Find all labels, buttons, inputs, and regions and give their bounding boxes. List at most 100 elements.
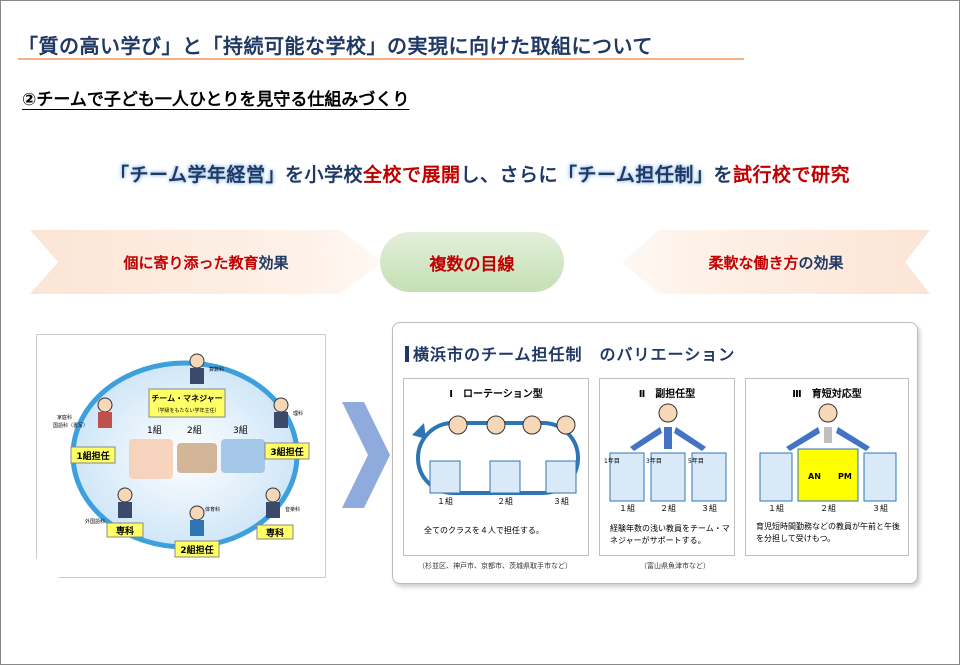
class-2-label: 2組	[187, 424, 202, 436]
card-title-text: 横浜市のチーム担任制 のバリエーション	[413, 345, 736, 364]
class-box	[429, 460, 461, 494]
headline-text-2: を小学校	[284, 164, 363, 186]
effect-ribbon-right: 柔軟な働き方の効果	[622, 230, 930, 294]
dep-class-1: １組	[619, 503, 635, 513]
page-subtitle: ②チームで子ども一人ひとりを見守る仕組みづくり	[22, 90, 410, 110]
headline-trial-schools: 試行校で研究	[732, 164, 850, 186]
homeroom-2-box	[174, 540, 220, 558]
headline-text-4: し、さらに	[460, 164, 558, 186]
col-rotation-note: （杉並区、神戸市、京都市、茨城県取手市など）	[418, 562, 572, 570]
arrow-left-icon	[630, 427, 662, 451]
arrow-left-icon	[786, 427, 820, 451]
rot-class-3: ３組	[553, 496, 569, 506]
teacher-icon	[98, 412, 112, 428]
manager-icon	[658, 403, 678, 423]
class-box	[609, 452, 645, 502]
col-shortwork-head: Ⅲ 育短対応型	[792, 389, 862, 400]
col-deputy-desc: 経験年数の浅い教員をチーム・マネジャーがサポートする。	[610, 524, 730, 545]
col-rotation-head: Ⅰ ローテーション型	[449, 389, 543, 400]
arrow-down-icon	[824, 427, 832, 443]
class-1-label: 1組	[147, 424, 162, 436]
sw-class-2: ２組	[820, 503, 836, 513]
class-box	[863, 452, 897, 502]
col-deputy: Ⅱ 副担任型 1年目 3年目 5年目 １組 ２組 ３組 経験年数の浅い教員をチー…	[599, 378, 735, 570]
headline: 「チーム学年経営」を小学校全校で展開し、さらに「チーム担任制」を試行校で研究	[0, 160, 960, 187]
shortwork-diagram: AN PM １組 ２組 ３組	[759, 403, 897, 513]
title-bar-icon	[405, 346, 409, 362]
specialist-1-box	[106, 522, 144, 538]
arrow-right-icon	[674, 427, 706, 451]
col-deputy-head: Ⅱ 副担任型	[638, 389, 696, 400]
manager-icon	[818, 403, 838, 423]
specialist-1: 専科	[116, 525, 134, 537]
card-title: 横浜市のチーム担任制 のバリエーション	[405, 341, 735, 365]
teacher-icon	[117, 487, 133, 503]
dep-class-2: ２組	[660, 503, 676, 513]
homeroom-1: 1組担任	[76, 450, 109, 462]
teacher-icon	[190, 520, 204, 536]
year-1: 1年目	[604, 457, 620, 465]
teacher-icon	[190, 368, 204, 384]
teacher-icon	[556, 415, 576, 435]
pm-label: PM	[838, 472, 852, 481]
rotation-arrow-icon	[412, 423, 426, 439]
teacher-icon	[522, 415, 542, 435]
role-pe: 体育科	[205, 506, 220, 513]
class-box	[545, 460, 577, 494]
role-music: 音楽科	[285, 506, 300, 513]
homeroom-1-box	[70, 446, 116, 464]
am-label: AN	[808, 472, 821, 481]
effect-left-red: 個に寄り添った教育	[123, 253, 259, 272]
role-calligraphy: 国語科（書写）	[53, 422, 88, 429]
rot-class-1: １組	[437, 496, 453, 506]
class-3-label: 3組	[233, 424, 248, 436]
teacher-icon	[97, 397, 113, 413]
manager-title: チーム・マネジャー	[151, 393, 222, 403]
class-box-highlight	[797, 448, 859, 502]
homeroom-3-box	[264, 442, 310, 460]
headline-team-grade: 「チーム学年経営」	[110, 164, 285, 186]
title-underline	[18, 58, 744, 60]
class-box	[759, 452, 793, 502]
team-grade-diagram-svg: チーム・マネジャー （学級をもたない学年主任） 1組 2組 3組 1組	[53, 353, 310, 558]
students-1-icon	[129, 439, 173, 479]
dep-class-3: ３組	[701, 503, 717, 513]
headline-text-6: を	[713, 164, 733, 186]
col-shortwork: Ⅲ 育短対応型 AN PM １組 ２組 ３組 育児短時間勤務などの教員が午前と午…	[745, 378, 909, 556]
col-deputy-note: （富山県魚津市など）	[640, 562, 710, 570]
rotation-diagram: １組 ２組 ３組	[412, 415, 580, 506]
class-box	[489, 460, 521, 494]
col-shortwork-desc: 育児短時間勤務などの教員が午前と午後を分担して受けもつ。	[756, 522, 900, 543]
year-3: 3年目	[646, 457, 662, 465]
teacher-icon	[273, 397, 289, 413]
year-5: 5年目	[688, 457, 704, 465]
class-box	[650, 452, 686, 502]
variation-card: 横浜市のチーム担任制 のバリエーション Ⅰ ローテーション型 １組 ２組 ３組 …	[392, 322, 918, 584]
teacher-icon	[118, 502, 132, 518]
teacher-icon	[274, 412, 288, 428]
role-home: 家庭科	[57, 414, 72, 421]
role-science: 理科	[293, 410, 303, 417]
class-box	[691, 452, 727, 502]
homeroom-3: 3組担任	[270, 446, 303, 458]
arrow-right-icon	[836, 427, 870, 451]
team-grade-diagram: チーム・マネジャー （学級をもたない学年主任） 1組 2組 3組 1組	[36, 334, 326, 578]
role-foreign: 外国語科	[85, 518, 105, 525]
specialist-2-box	[256, 524, 294, 540]
manager-box	[148, 388, 226, 418]
arrow-down-icon	[664, 427, 672, 449]
col-rotation-desc: 全てのクラスを４人で担任する。	[424, 526, 544, 535]
teacher-icon	[265, 487, 281, 503]
headline-all-schools: 全校で展開	[362, 164, 461, 186]
effect-ribbon-left: 個に寄り添った教育効果	[30, 230, 382, 294]
teacher-icon	[189, 505, 205, 521]
effect-left-navy: 効果	[258, 253, 289, 272]
role-arithmetic: 算数科	[209, 366, 224, 373]
effect-right-navy: の効果	[798, 253, 844, 272]
teacher-icon	[486, 415, 506, 435]
sw-class-1: １組	[768, 503, 784, 513]
teacher-icon	[448, 415, 468, 435]
student-icons	[129, 439, 265, 479]
manager-sub: （学級をもたない学年主任）	[154, 407, 219, 414]
teacher-icons	[97, 353, 289, 536]
